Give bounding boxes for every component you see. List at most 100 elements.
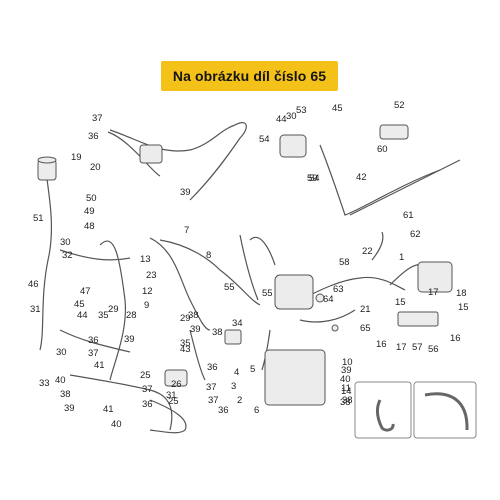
part-number-banner: Na obrázku díl číslo 65 xyxy=(161,61,338,91)
callout-16: 16 xyxy=(376,339,387,350)
callout-5: 5 xyxy=(250,364,255,375)
callout-61: 61 xyxy=(403,210,414,221)
callout-57: 57 xyxy=(412,342,423,353)
callout-37: 37 xyxy=(92,113,103,124)
callout-20: 20 xyxy=(90,162,101,173)
callout-55: 55 xyxy=(224,282,235,293)
callout-30: 30 xyxy=(60,237,71,248)
callout-51: 51 xyxy=(33,213,44,224)
callout-11: 11 xyxy=(341,383,351,394)
callout-8: 8 xyxy=(206,250,211,261)
inset-56 xyxy=(413,381,477,439)
callout-34: 34 xyxy=(232,318,243,329)
callout-10: 10 xyxy=(342,357,353,368)
callout-31: 31 xyxy=(166,390,177,401)
callout-48: 48 xyxy=(84,221,95,232)
caliper-bracket xyxy=(397,311,439,327)
callout-36: 36 xyxy=(207,362,218,373)
callout-47: 47 xyxy=(80,286,91,297)
abs-unit xyxy=(274,274,314,310)
callout-19: 19 xyxy=(71,152,82,163)
callout-3: 3 xyxy=(231,381,236,392)
callout-39: 39 xyxy=(124,334,135,345)
callout-21: 21 xyxy=(360,304,371,315)
callout-2: 2 xyxy=(237,395,242,406)
callout-53: 53 xyxy=(296,105,307,116)
callout-41: 41 xyxy=(94,360,105,371)
callout-52: 52 xyxy=(394,100,405,111)
callout-49: 49 xyxy=(84,206,95,217)
callout-60: 60 xyxy=(377,144,388,155)
inset-57 xyxy=(354,381,412,439)
brake-lines xyxy=(39,122,461,434)
callout-36: 36 xyxy=(142,399,153,410)
callout-39: 39 xyxy=(64,403,75,414)
callout-43: 43 xyxy=(180,344,191,355)
rear-caliper xyxy=(164,369,188,387)
callout-39: 39 xyxy=(190,324,201,335)
callout-45: 45 xyxy=(74,299,85,310)
callout-40: 40 xyxy=(55,375,66,386)
callout-16: 16 xyxy=(450,333,461,344)
callout-6: 6 xyxy=(254,405,259,416)
callout-65: 65 xyxy=(360,323,371,334)
callout-30: 30 xyxy=(56,347,67,358)
callout-38: 38 xyxy=(342,395,353,406)
callout-30: 30 xyxy=(286,111,297,122)
callout-25: 25 xyxy=(140,370,151,381)
callout-40: 40 xyxy=(340,374,351,385)
callout-50: 50 xyxy=(86,193,97,204)
callout-41: 41 xyxy=(103,404,114,415)
callout-42: 42 xyxy=(356,172,367,183)
callout-39: 39 xyxy=(341,365,352,376)
rear-master-cylinder xyxy=(279,134,307,158)
callout-38: 38 xyxy=(212,327,223,338)
callout-32: 32 xyxy=(62,250,73,261)
callout-36: 36 xyxy=(88,131,99,142)
callout-37: 37 xyxy=(88,348,99,359)
callout-54: 54 xyxy=(309,173,320,184)
callout-37: 37 xyxy=(208,395,219,406)
callout-25: 25 xyxy=(168,396,179,407)
components xyxy=(37,124,453,406)
callout-7: 7 xyxy=(184,225,189,236)
callout-37: 37 xyxy=(206,382,217,393)
callout-38: 38 xyxy=(340,397,351,408)
callout-35: 35 xyxy=(180,338,191,349)
callout-14: 14 xyxy=(341,386,352,397)
callout-38: 38 xyxy=(188,310,199,321)
callout-54: 54 xyxy=(259,134,270,145)
callout-44: 44 xyxy=(77,310,88,321)
callout-15: 15 xyxy=(458,302,469,313)
callout-4: 4 xyxy=(234,367,239,378)
callout-13: 13 xyxy=(140,254,151,265)
callout-36: 36 xyxy=(218,405,229,416)
callout-33: 33 xyxy=(39,378,50,389)
callout-18: 18 xyxy=(456,288,467,299)
callout-39: 39 xyxy=(180,187,191,198)
callout-44: 44 xyxy=(276,114,287,125)
abs-bracket xyxy=(264,349,326,406)
callout-22: 22 xyxy=(362,246,373,257)
callout-40: 40 xyxy=(111,419,122,430)
callout-35: 35 xyxy=(98,310,109,321)
callout-55: 55 xyxy=(262,288,273,299)
brake-caliper xyxy=(417,261,453,293)
callout-15: 15 xyxy=(395,297,406,308)
front-master-cylinder xyxy=(379,124,409,140)
callout-29: 29 xyxy=(180,313,191,324)
callout-1: 1 xyxy=(399,252,404,263)
callout-31: 31 xyxy=(30,304,41,315)
callout-9: 9 xyxy=(144,300,149,311)
callout-46: 46 xyxy=(28,279,39,290)
callout-23: 23 xyxy=(146,270,157,281)
callout-63: 63 xyxy=(333,284,344,295)
callout-45: 45 xyxy=(332,103,343,114)
callout-12: 12 xyxy=(142,286,153,297)
callout-56: 56 xyxy=(428,344,439,355)
callout-26: 26 xyxy=(171,379,182,390)
callout-59: 59 xyxy=(307,173,318,184)
callout-17: 17 xyxy=(396,342,407,353)
